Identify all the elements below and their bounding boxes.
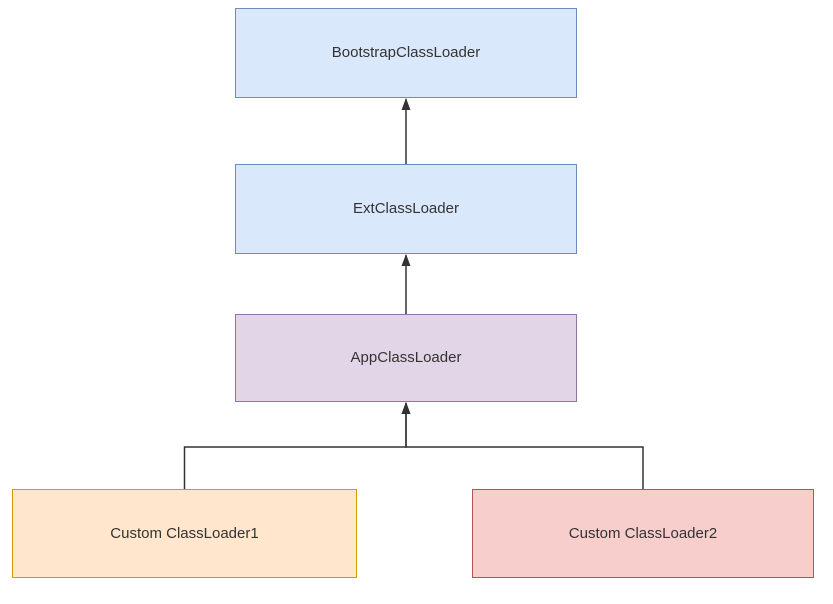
- node-label: Custom ClassLoader2: [568, 524, 718, 542]
- node-custom-classloader2: Custom ClassLoader2: [472, 489, 814, 578]
- node-app-classloader: AppClassLoader: [235, 314, 577, 402]
- node-label: ExtClassLoader: [353, 200, 459, 217]
- node-label: AppClassLoader: [350, 349, 462, 366]
- node-label: Custom ClassLoader1: [110, 524, 259, 542]
- node-ext-classloader: ExtClassLoader: [235, 164, 577, 254]
- node-bootstrap-classloader: BootstrapClassLoader: [235, 8, 577, 98]
- node-custom-classloader1: Custom ClassLoader1: [12, 489, 357, 578]
- edge-custom1-to-app: [183, 402, 411, 489]
- node-label: BootstrapClassLoader: [331, 44, 481, 61]
- edge-custom2-to-app: [401, 402, 644, 489]
